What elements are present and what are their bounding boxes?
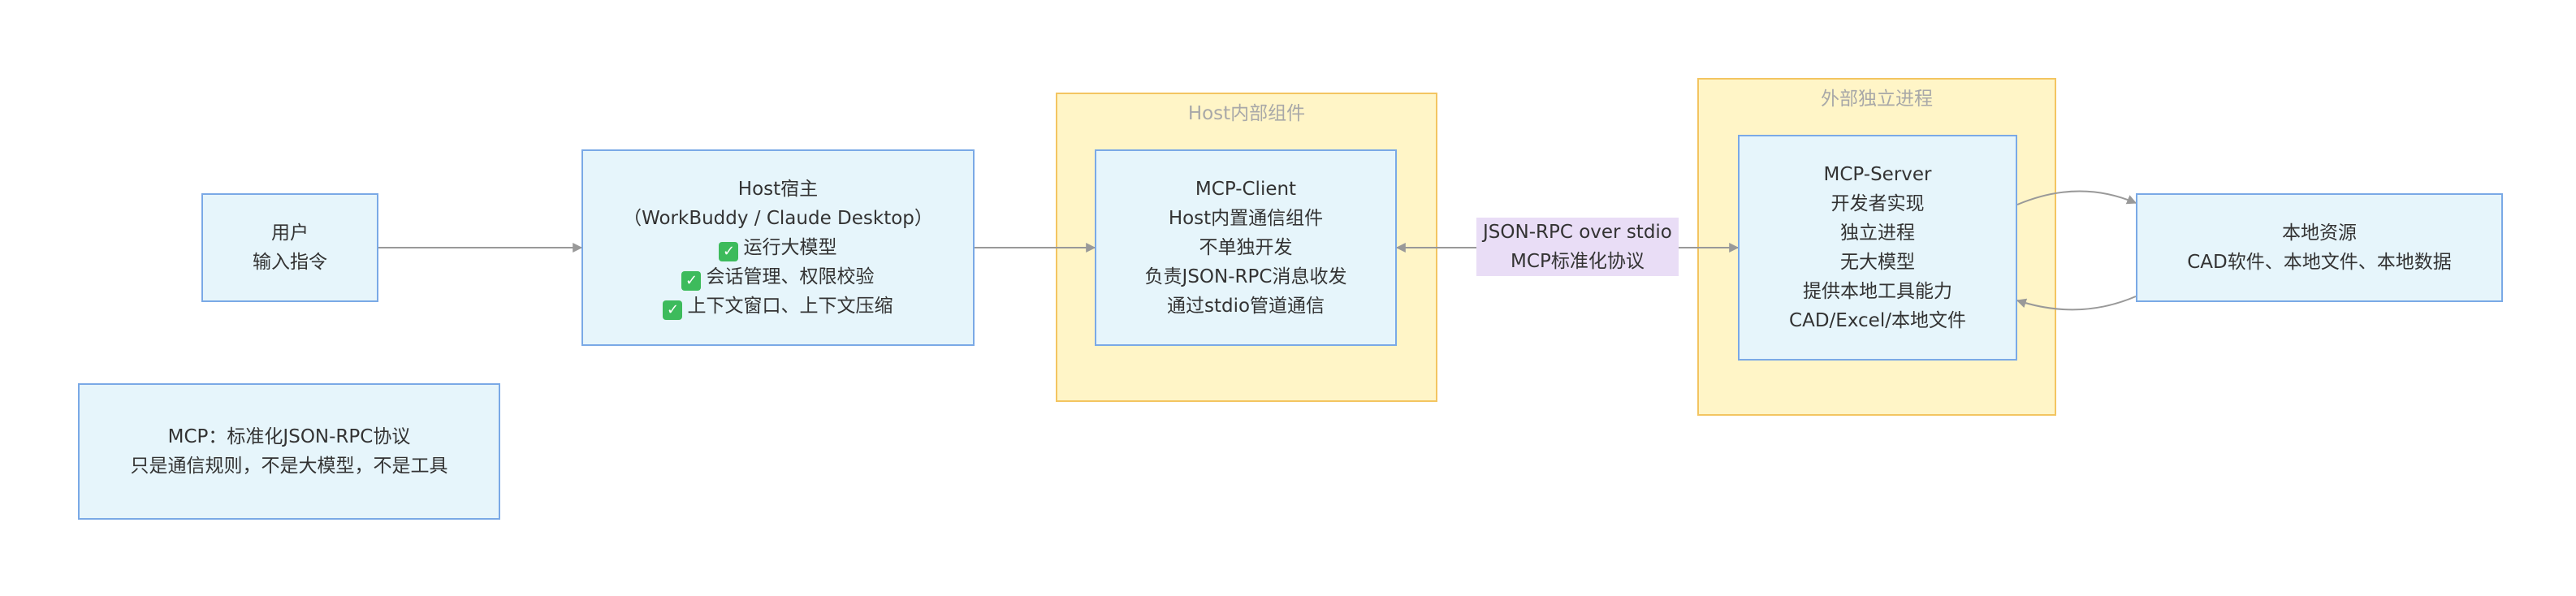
node-host-check-item-3: ✓上下文窗口、上下文压缩 <box>663 292 893 321</box>
node-mcp-server-line-1: MCP-Server <box>1823 164 1932 185</box>
node-mcp-server-line-4: 无大模型 <box>1840 252 1915 273</box>
node-host-line-2: （WorkBuddy / Claude Desktop） <box>623 208 933 229</box>
edge-label-line-1: JSON-RPC over stdio <box>1483 222 1672 243</box>
node-mcp-server-line-5: 提供本地工具能力 <box>1803 281 1952 302</box>
node-user-line-1: 用户 <box>271 222 309 244</box>
node-mcp-server-line-2: 开发者实现 <box>1830 193 1925 214</box>
node-host-line-1: Host宿主 <box>737 179 819 200</box>
node-local-resources: 本地资源 CAD软件、本地文件、本地数据 <box>2136 193 2503 302</box>
node-local-resources-line-1: 本地资源 <box>2281 222 2357 244</box>
node-host-check-item-2: ✓会话管理、权限校验 <box>681 262 874 292</box>
check-mark-icon: ✓ <box>719 242 739 261</box>
edge-label-line-2: MCP标准化协议 <box>1511 251 1645 272</box>
edge-label-json-rpc: JSON-RPC over stdio MCP标准化协议 <box>1476 218 1679 276</box>
node-mcp-server: MCP-Server 开发者实现 独立进程 无大模型 提供本地工具能力 CAD/… <box>1738 135 2017 361</box>
node-user: 用户 输入指令 <box>201 193 378 302</box>
node-user-line-2: 输入指令 <box>253 252 327 273</box>
node-host-check-item-1: ✓运行大模型 <box>719 233 836 262</box>
node-mcp-client-line-5: 通过stdio管道通信 <box>1166 296 1325 317</box>
check-mark-icon: ✓ <box>663 300 683 320</box>
node-host: Host宿主 （WorkBuddy / Claude Desktop） ✓运行大… <box>581 149 975 346</box>
node-mcp-client-line-1: MCP-Client <box>1195 179 1297 200</box>
group-external-process-title: 外部独立进程 <box>1821 89 1933 110</box>
group-host-internal-title: Host内部组件 <box>1187 103 1306 124</box>
edge-server-to-resources <box>2016 190 2137 205</box>
node-mcp-note: MCP：标准化JSON-RPC协议 只是通信规则，不是大模型，不是工具 <box>78 383 500 520</box>
node-mcp-client-line-4: 负责JSON-RPC消息收发 <box>1144 266 1347 287</box>
node-mcp-client: MCP-Client Host内置通信组件 不单独开发 负责JSON-RPC消息… <box>1095 149 1397 346</box>
node-local-resources-line-2: CAD软件、本地文件、本地数据 <box>2187 252 2452 273</box>
node-mcp-client-line-3: 不单独开发 <box>1199 237 1293 258</box>
node-mcp-server-line-3: 独立进程 <box>1840 222 1915 244</box>
edge-resources-to-server <box>2016 296 2137 311</box>
check-mark-icon: ✓ <box>681 271 702 291</box>
node-mcp-note-line-2: 只是通信规则，不是大模型，不是工具 <box>130 456 448 477</box>
node-mcp-note-line-1: MCP：标准化JSON-RPC协议 <box>167 426 411 447</box>
node-mcp-server-line-6: CAD/Excel/本地文件 <box>1789 310 1966 331</box>
node-mcp-client-line-2: Host内置通信组件 <box>1168 208 1324 229</box>
